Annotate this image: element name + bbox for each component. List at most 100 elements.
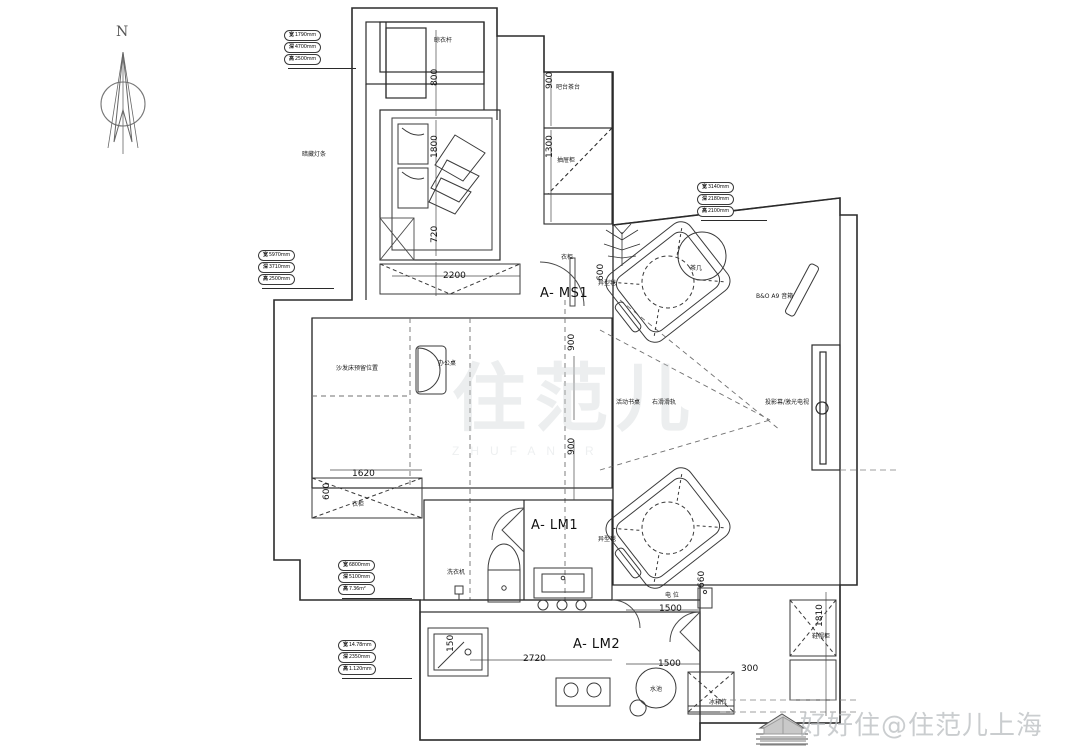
badge-value: 2500mm [268, 276, 291, 282]
label-electric: 电 位 [665, 592, 679, 599]
sofa-upper [605, 221, 731, 343]
tea-bar-cabinets [543, 71, 613, 225]
badge-value: 1.120mm [348, 666, 372, 672]
badge-value: 2350mm [348, 654, 371, 660]
label-office-desk: 办公桌 [438, 360, 457, 367]
label-bookshelf: 活动书桌 [616, 399, 641, 406]
code-a-ms1: A- MS1 [540, 286, 589, 301]
label-sofa-reserve: 沙发床预留位置 [336, 365, 379, 372]
badge-key: 高 [343, 666, 348, 672]
label-hidden-light: 暗藏灯条 [302, 151, 327, 158]
tv-wall-unit [811, 344, 841, 471]
dim-150: 150 [446, 634, 456, 652]
label-side-table: 茶几 [690, 265, 703, 272]
study-room-walls [311, 317, 613, 489]
speaker-bar [784, 263, 820, 317]
side-table [677, 231, 727, 281]
bedroom-closet-row [379, 263, 521, 295]
label-cabinet-right: 鞋帽柜 [812, 633, 831, 640]
label-gas-stove: 水池 [650, 686, 663, 693]
label-wardrobe-left: 衣柜 [352, 501, 365, 508]
badge-value: 4700mm [294, 44, 317, 50]
badge-key: 深 [263, 264, 268, 270]
dimension-lines [330, 30, 827, 716]
badge-value: 7.36m² [348, 586, 366, 592]
label-carpet-top: 异型毯 [598, 280, 617, 287]
dim-1500b: 1500 [658, 659, 681, 669]
badge-leader-line [262, 288, 334, 289]
door-swings [491, 507, 701, 653]
study-dashed-zones [312, 299, 781, 600]
dim-800: 800 [430, 68, 440, 86]
code-a-lm2: A- LM2 [573, 637, 621, 652]
badge-value: 2500mm [294, 56, 317, 62]
shoe-cabinet [789, 599, 837, 701]
badge-key: 高 [702, 208, 707, 214]
label-speaker: B&O A9 音箱 [756, 293, 794, 300]
left-wardrobe [311, 477, 423, 519]
badge-key: 宽 [343, 642, 348, 648]
badge-value: 5970mm [268, 252, 291, 258]
code-a-lm1: A- LM1 [531, 518, 579, 533]
badge-key: 高 [263, 276, 268, 282]
kitchen-sink-counter [533, 567, 593, 611]
stove-and-sink [555, 667, 677, 717]
badge-key: 深 [702, 196, 707, 202]
fridge [687, 671, 735, 715]
living-room-walls [612, 197, 841, 585]
badge-key: 深 [343, 574, 348, 580]
exterior-walls [273, 7, 858, 741]
label-wardrobe-main: 衣柜 [561, 254, 574, 261]
badge-key: 宽 [263, 252, 268, 258]
bedroom-walls [365, 21, 501, 300]
sight-lines [720, 469, 900, 713]
wall-appliance [697, 587, 713, 609]
badge-key: 宽 [343, 562, 348, 568]
washing-machine [427, 627, 489, 677]
sofa-lower [605, 467, 731, 589]
badge-leader-line [701, 220, 767, 221]
bathroom-kitchen-walls [419, 499, 841, 741]
dim-2200: 2200 [443, 271, 466, 281]
badge-value: 3710mm [268, 264, 291, 270]
badge-value: 2100mm [707, 208, 730, 214]
badge-leader-line [288, 68, 356, 69]
dim-1500a: 1500 [659, 604, 682, 614]
bathroom-fixtures [454, 543, 521, 603]
badge-value: 6800mm [348, 562, 371, 568]
north-arrow-compass: N [88, 24, 158, 169]
dim-1800: 1800 [430, 135, 440, 158]
badge-value: 3140mm [707, 184, 730, 190]
badge-key: 宽 [702, 184, 707, 190]
plant-icon [603, 223, 641, 266]
label-washing-machine: 洗衣机 [447, 569, 466, 576]
dim-660: 660 [697, 570, 707, 588]
dim-720: 720 [430, 225, 440, 243]
dim-600a: 600 [596, 263, 606, 281]
dim-900c: 900 [567, 437, 577, 455]
badge-value: 1790mm [294, 32, 317, 38]
label-fridge: 冰箱位 [709, 699, 728, 706]
badge-key: 高 [289, 56, 294, 62]
dim-1810: 1810 [815, 604, 825, 627]
dim-300: 300 [741, 664, 759, 674]
bedroom-wardrobe [379, 217, 415, 261]
dim-900a: 900 [545, 71, 555, 89]
badge-key: 深 [289, 44, 294, 50]
